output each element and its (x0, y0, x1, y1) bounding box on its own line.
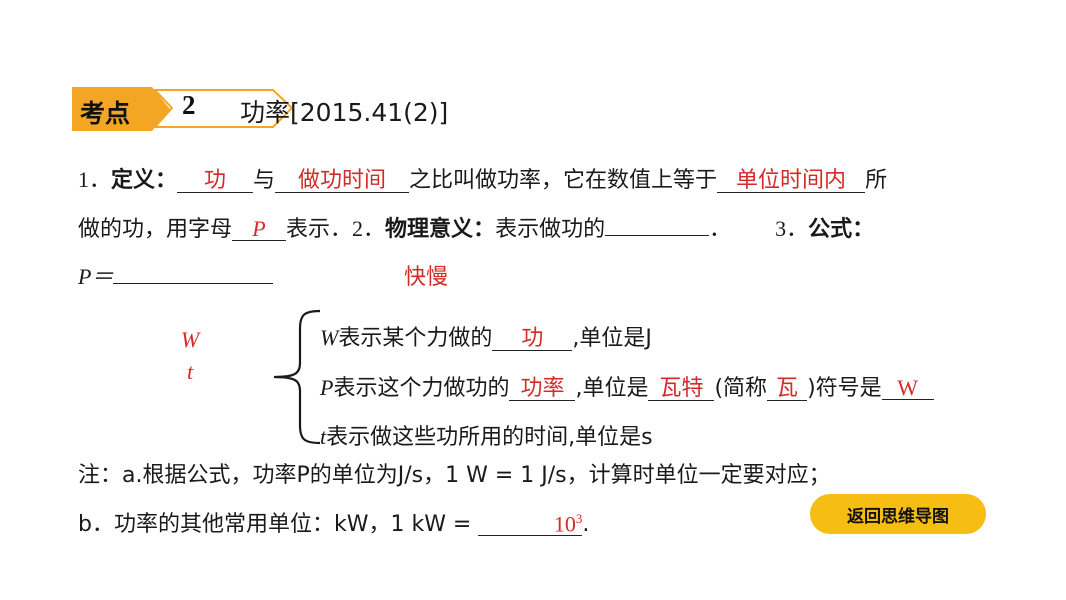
back-to-mindmap-button[interactable]: 返回思维导图 (810, 494, 986, 534)
note-line-1: 注：a.根据公式，功率P的单位为J/s，1 W = 1 J/s，计算时单位一定要… (78, 463, 831, 488)
formula-lhs: P＝ (78, 264, 114, 289)
answer-symbol: W (881, 376, 934, 401)
formula-fraction: W t (172, 324, 208, 388)
answer-blank-3: 单位时间内 (717, 169, 866, 194)
topic-title-text: 功率[2015.41(2)] (240, 98, 449, 127)
answer-work: 功 (492, 327, 573, 352)
explain-p-post2: )符号是 (807, 376, 882, 401)
def-text-2: 之比叫做功率，它在数值上等于 (409, 168, 718, 193)
topic-title: 功率[2015.41(2)] (240, 93, 448, 129)
badge-number: 2 (182, 90, 196, 120)
meaning-blank (605, 235, 710, 236)
answer-blank-2: 做功时间 (275, 169, 410, 194)
fraction-numerator: W (180, 327, 200, 352)
badge-label: 考点 (80, 99, 131, 128)
meaning-text: 表示做功的 (495, 217, 606, 242)
meaning-num: 2． (352, 216, 386, 241)
explain-t-text: 表示做这些功所用的时间,单位是s (326, 425, 653, 450)
var-p: P (320, 375, 334, 400)
def-text-4: 做的功，用字母 (78, 217, 233, 242)
definition-line-1: 1．定义：功与做功时间之比叫做功率，它在数值上等于单位时间内所 (78, 162, 887, 194)
var-w: W (320, 325, 339, 350)
answer-blank-1: 功 (177, 169, 254, 194)
fraction-denominator: t (186, 359, 194, 384)
meaning-answer: 快慢 (404, 265, 449, 290)
formula-blank (113, 283, 274, 284)
var-t: t (320, 424, 327, 449)
def-label: 定义： (111, 168, 178, 193)
explain-w-post: ,单位是J (572, 326, 652, 351)
meaning-end: ． (709, 217, 732, 242)
answer-wa: 瓦 (767, 377, 808, 402)
explain-p-pre: 表示这个力做功的 (333, 376, 510, 401)
note-line-2: b．功率的其他常用单位：kW，1 kW = 103. (78, 506, 589, 538)
answer-kw: 103 (478, 510, 583, 537)
formula-line: P＝ (78, 259, 274, 291)
answer-power: 功率 (509, 377, 576, 402)
note-line-2-text: b．功率的其他常用单位：kW，1 kW = (78, 512, 472, 537)
def-text-5: 表示． (286, 217, 353, 242)
answer-blank-4: P (232, 217, 287, 242)
answer-watt: 瓦特 (648, 377, 715, 402)
def-text-3: 所 (865, 168, 888, 193)
explain-p-mid: (简称 (714, 376, 768, 401)
note-end: . (582, 512, 590, 537)
formula-num: 3． (775, 216, 809, 241)
explain-w: W表示某个力做的功,单位是J (320, 320, 652, 352)
answer-kw-exp: 3 (575, 510, 583, 526)
badge-number-outline (154, 89, 292, 128)
answer-kw-base: 10 (553, 511, 576, 536)
def-num: 1． (78, 167, 112, 192)
formula-label: 公式： (808, 217, 875, 242)
curly-brace-icon (273, 309, 321, 445)
explain-w-pre: 表示某个力做的 (338, 326, 493, 351)
meaning-label: 物理意义： (385, 217, 496, 242)
explain-t: t表示做这些功所用的时间,单位是s (320, 419, 653, 451)
explain-p-post: ,单位是 (575, 376, 649, 401)
def-text-1: 与 (253, 168, 276, 193)
badge-label-box: 考点 (72, 87, 170, 131)
